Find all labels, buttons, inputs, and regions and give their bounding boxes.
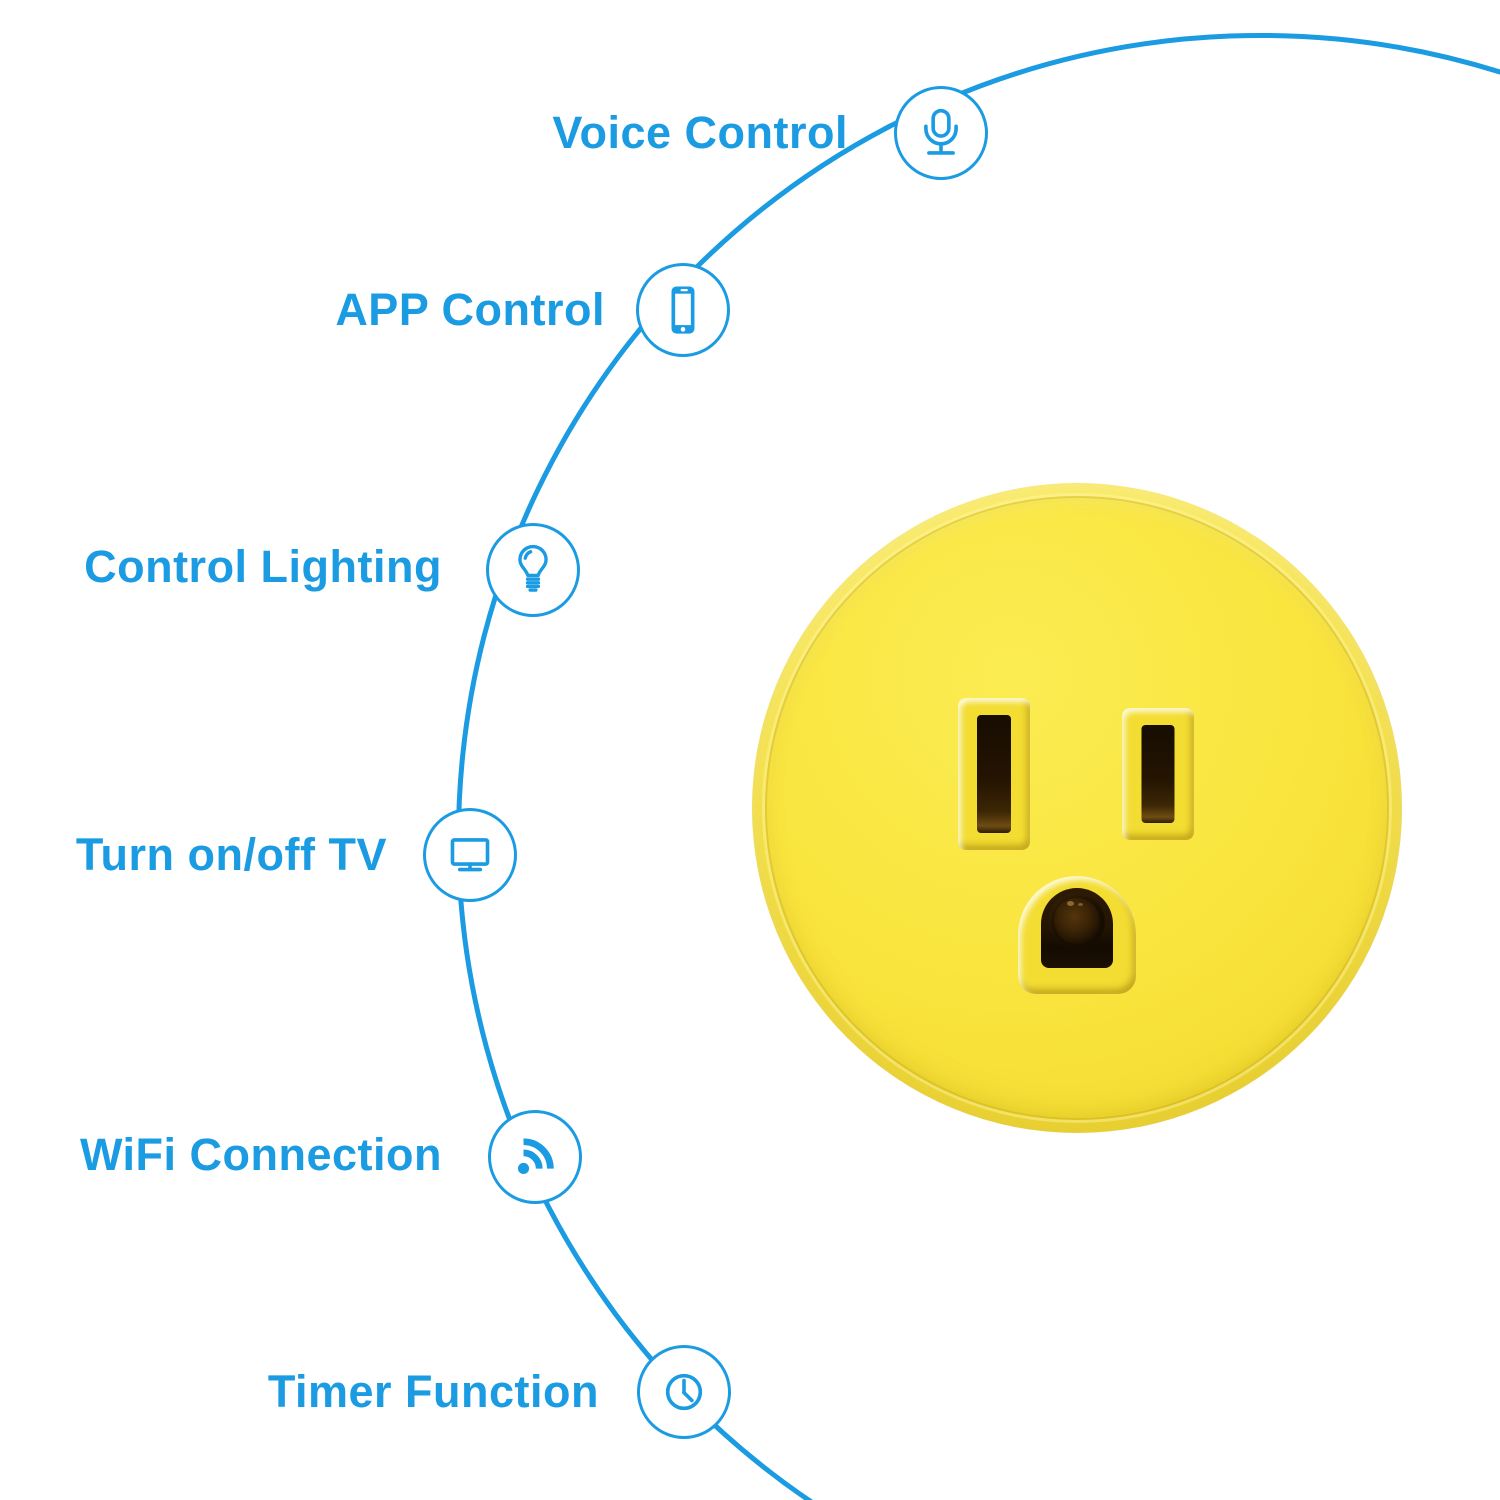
smartphone-icon	[671, 286, 695, 334]
feature-icon-circle	[637, 1345, 731, 1439]
feature-label: Control Lighting	[84, 541, 442, 592]
socket-neutral-slot	[958, 698, 1030, 850]
light-bulb-icon	[518, 544, 548, 592]
feature-icon-circle	[636, 263, 730, 357]
socket-hot-slot-hole	[1141, 725, 1175, 823]
feature-icon-circle	[486, 523, 580, 617]
clock-icon	[665, 1373, 703, 1411]
feature-icon-circle	[488, 1110, 582, 1204]
feature-label: APP Control	[335, 284, 605, 335]
socket-ground-hole-opening	[1041, 888, 1113, 968]
socket-ground-hole-lens	[1049, 893, 1105, 949]
plug-face-ring	[765, 496, 1389, 1120]
microphone-icon	[924, 108, 958, 155]
wifi-icon	[517, 1138, 554, 1175]
feature-label: WiFi Connection	[79, 1129, 442, 1180]
feature-label: Timer Function	[267, 1366, 599, 1417]
smart-plug-product-photo	[752, 483, 1402, 1133]
feature-icon-circle	[423, 808, 517, 902]
feature-label: Turn on/off TV	[75, 829, 387, 880]
tv-icon	[450, 838, 490, 872]
socket-hot-slot	[1122, 708, 1194, 840]
socket-neutral-slot-hole	[977, 715, 1011, 833]
feature-icon-circle	[894, 86, 988, 180]
socket-ground-hole	[1018, 876, 1136, 994]
feature-label: Voice Control	[552, 107, 848, 158]
